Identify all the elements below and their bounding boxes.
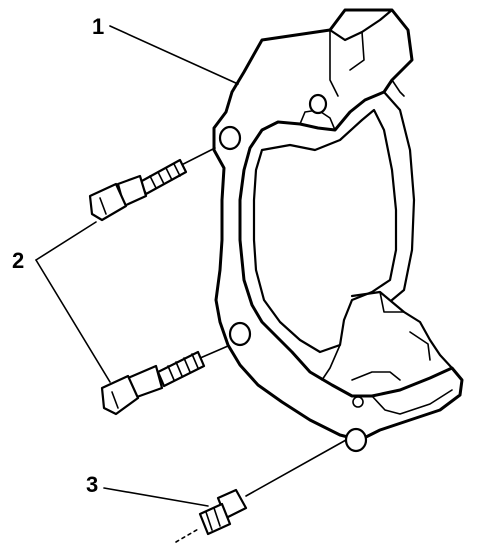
bracket-bolt-lower bbox=[100, 345, 229, 416]
caliper-bracket bbox=[212, 8, 464, 453]
guide-pin-plug bbox=[175, 439, 347, 543]
callout-2: 2 bbox=[12, 248, 24, 273]
callout-3: 3 bbox=[86, 472, 98, 497]
callout-1: 1 bbox=[92, 14, 104, 39]
callout-leaders bbox=[35, 25, 239, 507]
bracket-bolt-upper bbox=[88, 147, 216, 222]
